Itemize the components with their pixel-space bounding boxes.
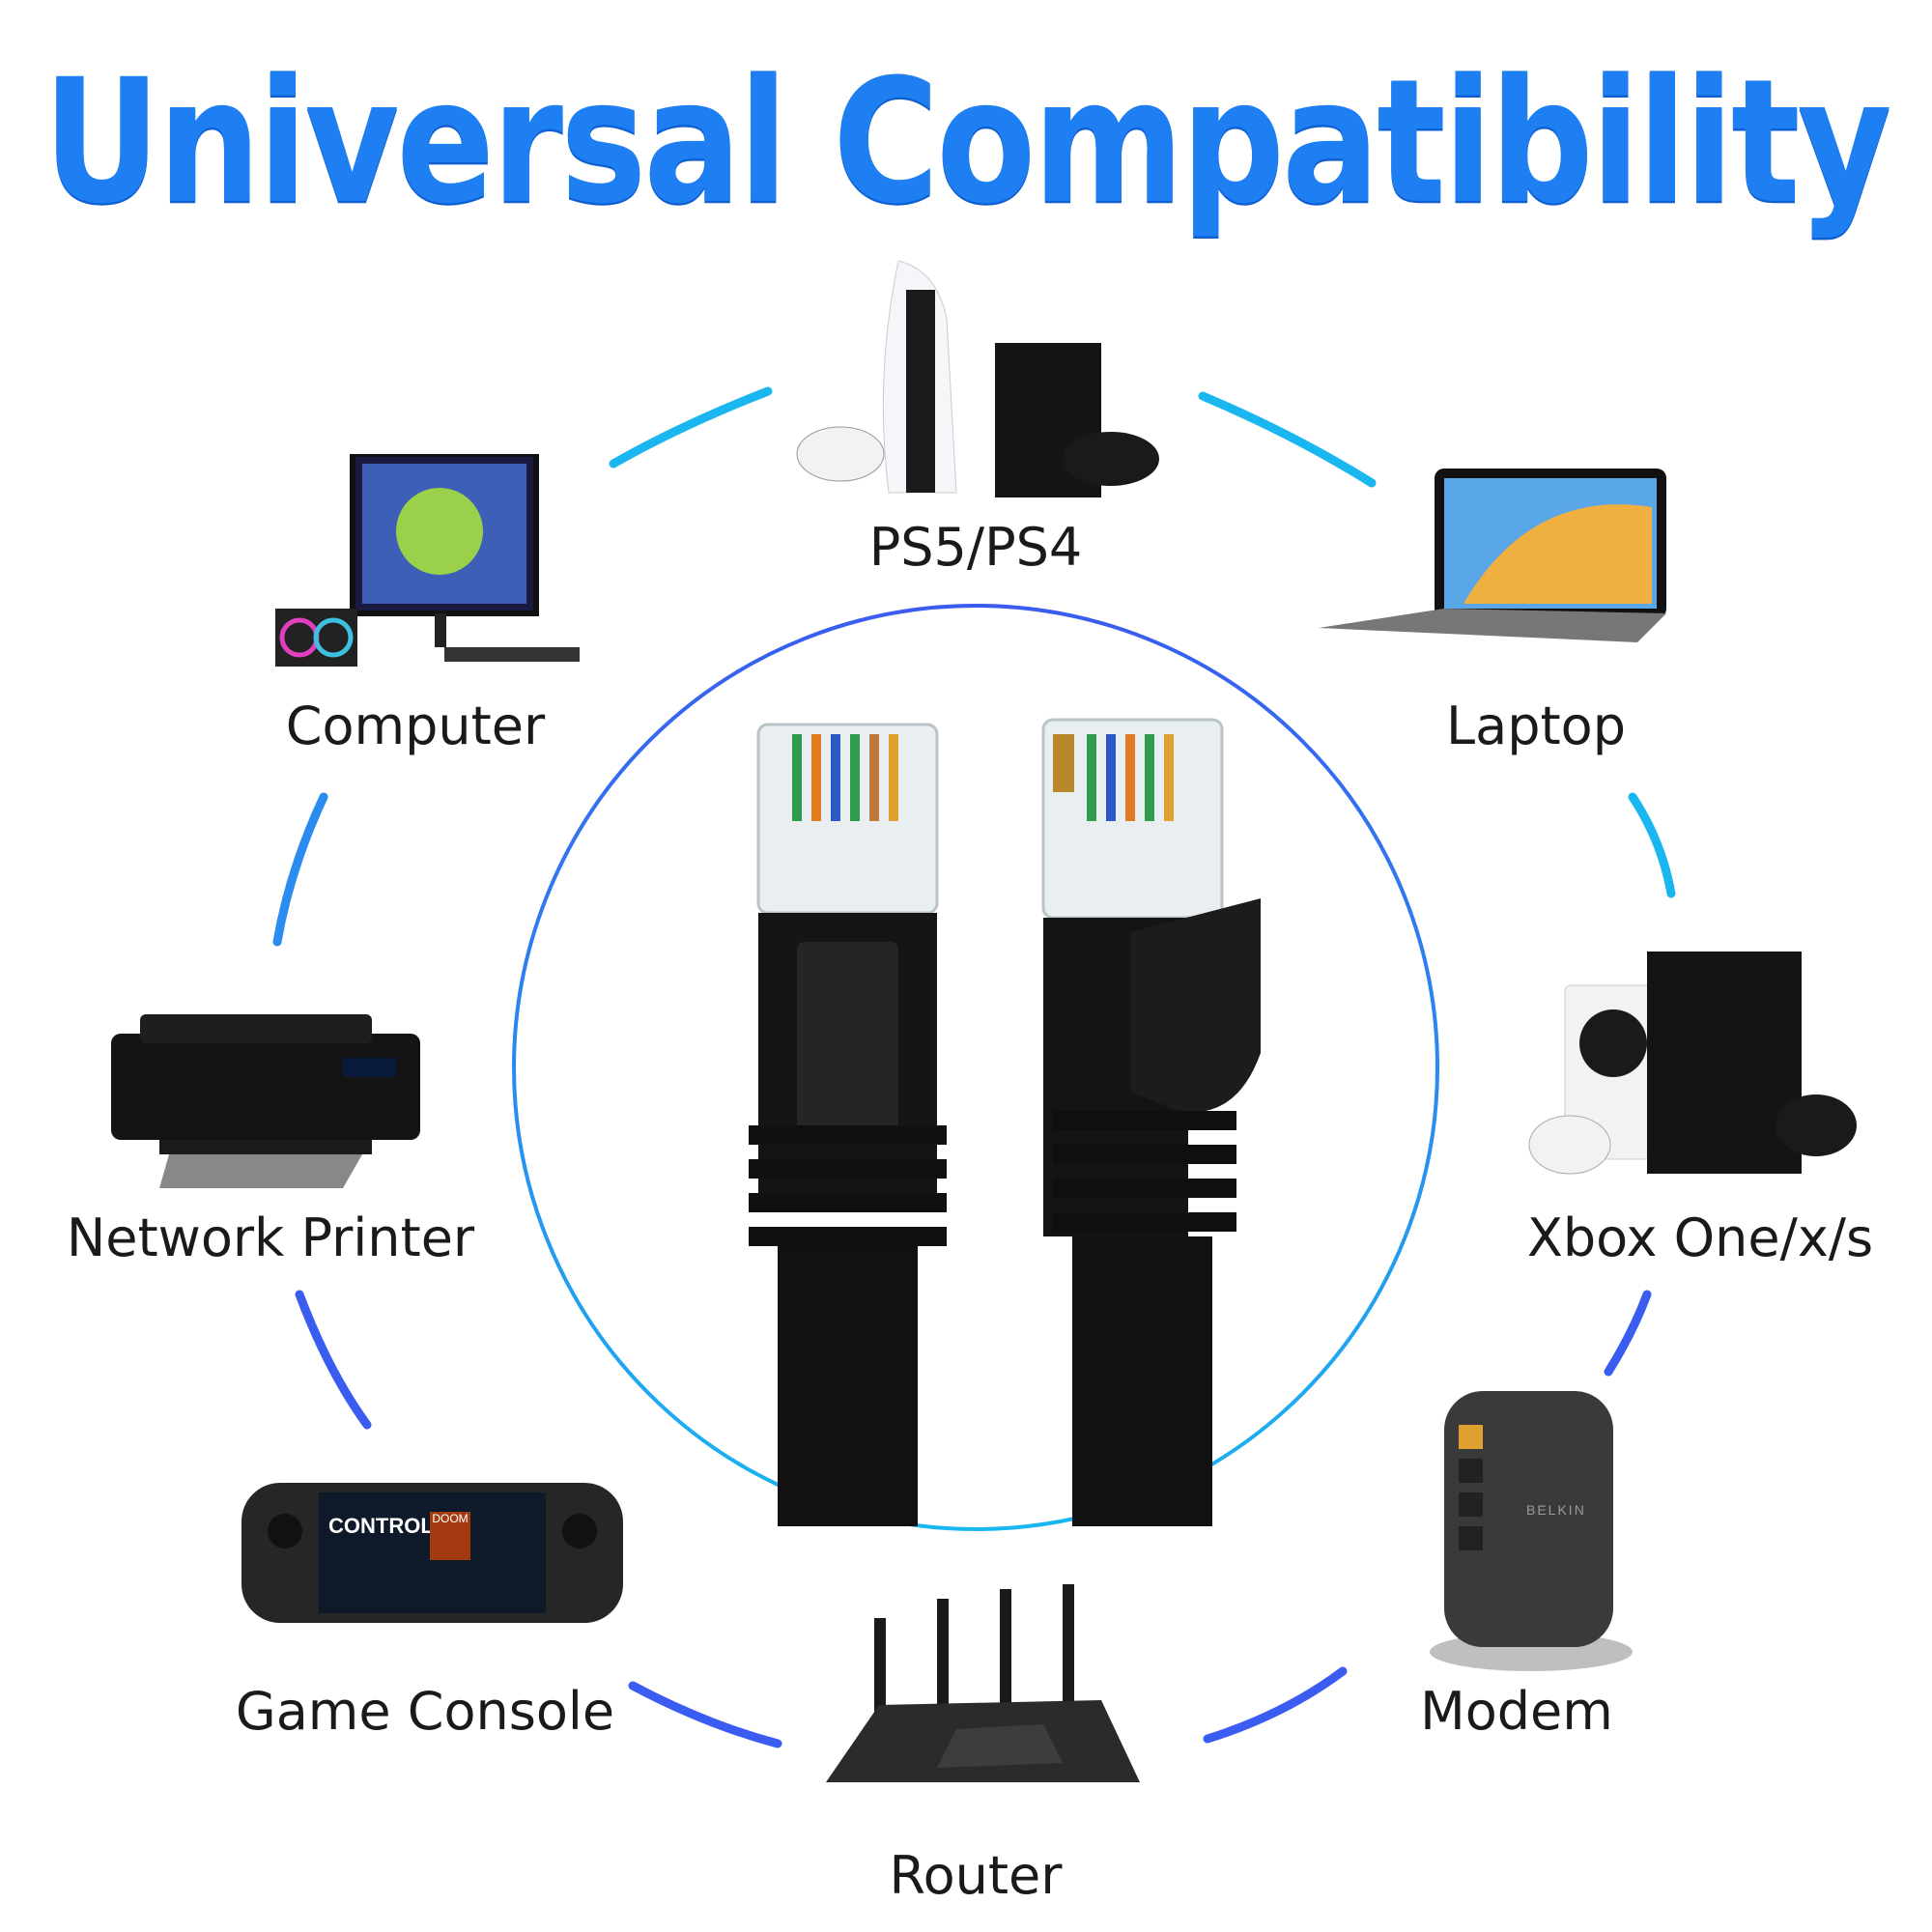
arc-segment (272, 792, 328, 947)
laptop-label: Laptop (1446, 696, 1626, 756)
modem-image: BELKIN (1410, 1391, 1633, 1671)
printer-label: Network Printer (66, 1208, 475, 1268)
arc-segment (1628, 792, 1676, 898)
ps-consoles-image (796, 261, 1159, 497)
router-label: Router (889, 1845, 1063, 1906)
ethernet-cable-image (749, 718, 1261, 1526)
ps-label: PS5/PS4 (868, 517, 1083, 578)
page-title: Universal Compatibility (43, 43, 1892, 242)
arc-segment (1604, 1290, 1652, 1377)
printer-image (111, 1014, 420, 1188)
left-plug (749, 723, 947, 1526)
arc-segment (1203, 1666, 1348, 1744)
computer-image (275, 454, 580, 667)
modem-brand: BELKIN (1526, 1502, 1586, 1518)
arc-segment (609, 386, 773, 469)
modem-label: Modem (1420, 1681, 1613, 1742)
arc-segment (1198, 391, 1377, 488)
console-label: Game Console (235, 1681, 615, 1742)
xbox-label: Xbox One/x/s (1526, 1208, 1874, 1268)
router-image (826, 1584, 1140, 1782)
game-console-image: CONTROL DOOM (242, 1463, 623, 1633)
laptop-image (1319, 469, 1666, 642)
right-plug (1041, 718, 1261, 1526)
center-circle (512, 604, 1439, 1531)
xbox-image (1528, 952, 1857, 1175)
arc-segment (295, 1290, 372, 1430)
arc-segment (628, 1681, 782, 1748)
console-screen-tile: DOOM (430, 1512, 470, 1560)
computer-label: Computer (285, 696, 546, 756)
console-screen-title: CONTROL (328, 1514, 434, 1538)
